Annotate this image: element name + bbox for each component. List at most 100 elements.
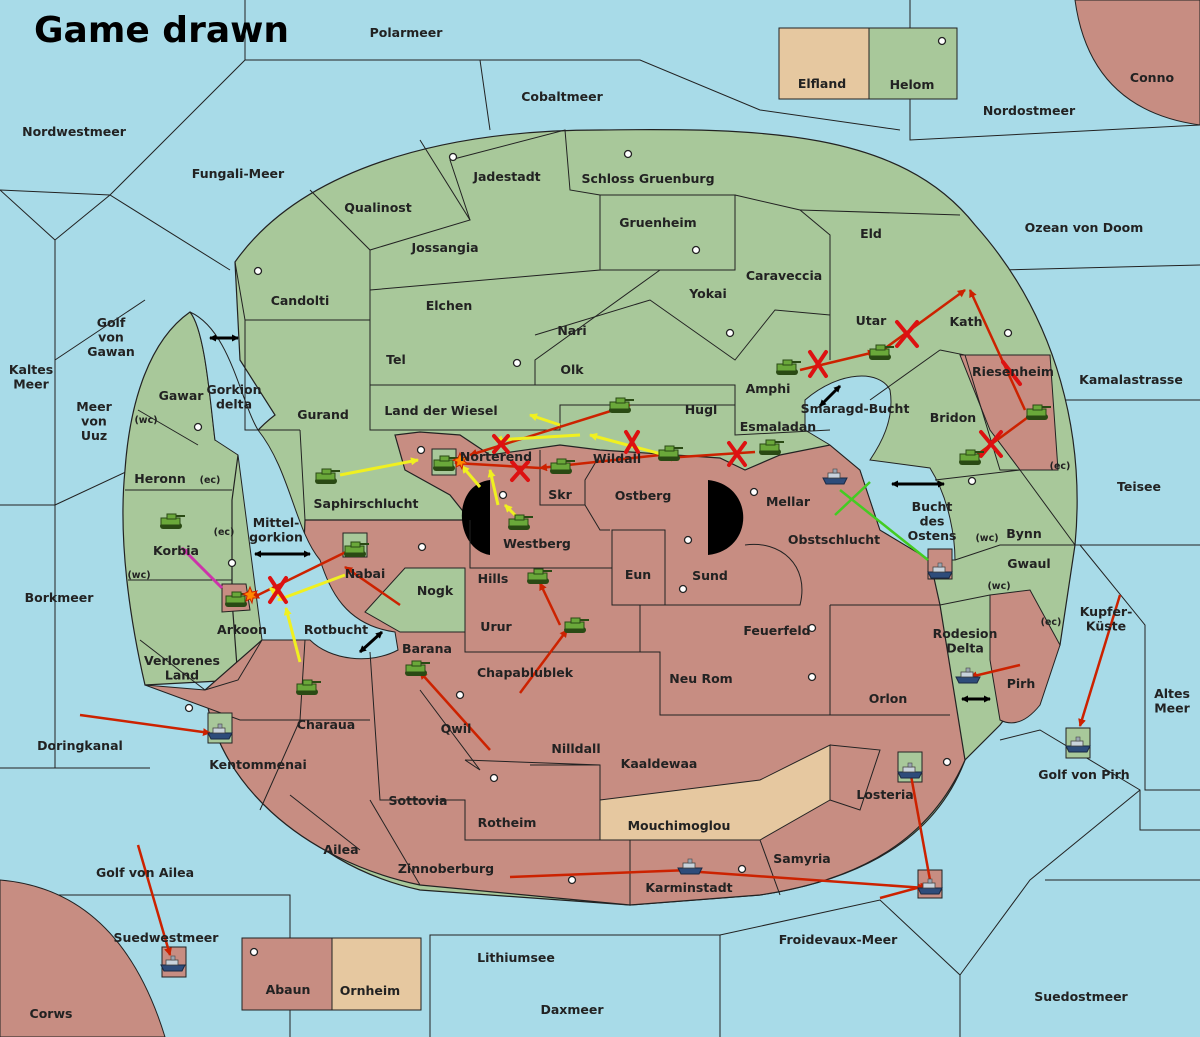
label-fungali-meer: Fungali-Meer (192, 166, 285, 181)
label-pirh: Pirh (1007, 676, 1036, 691)
label-tel: Tel (386, 352, 406, 367)
label-feuerfeld: Feuerfeld (743, 623, 810, 638)
label-smaragd-bucht: Smaragd-Bucht (801, 401, 910, 416)
convoy-order (180, 546, 224, 590)
label-lithiumsee: Lithiumsee (477, 950, 555, 965)
territory-riesenheim[interactable] (959, 354, 1059, 471)
label-bridon: Bridon (930, 410, 976, 425)
label-yokai: Yokai (688, 286, 727, 301)
game-status-title: Game drawn (34, 10, 290, 51)
label-samyria: Samyria (773, 851, 831, 866)
label-losteria: Losteria (856, 787, 913, 802)
label-wildall: Wildall (593, 451, 641, 466)
label-olk: Olk (560, 362, 584, 377)
label-golf-von-ailea: Golf von Ailea (96, 865, 194, 880)
label-bynn: Bynn (1006, 526, 1041, 541)
label-eun: Eun (625, 567, 651, 582)
label-kentommenai: Kentommenai (209, 757, 307, 772)
label-jossangia: Jossangia (410, 240, 478, 255)
label-qwil: Qwil (441, 721, 472, 736)
label-suedostmeer: Suedostmeer (1034, 989, 1128, 1004)
label-obstschlucht: Obstschlucht (788, 532, 880, 547)
label-nordwestmeer: Nordwestmeer (22, 124, 127, 139)
label-eld: Eld (860, 226, 882, 241)
coast-korbia-wc: (wc) (127, 570, 150, 581)
label-neu-rom: Neu Rom (669, 671, 732, 686)
label-schloss-gruenburg: Schloss Gruenburg (581, 171, 714, 186)
label-kupfer-kueste: Kupfer-Küste (1080, 604, 1133, 633)
label-abaun: Abaun (266, 982, 311, 997)
label-gurand: Gurand (297, 407, 349, 422)
coast-markers: (wc) (ec) (ec) (wc) (ec) (wc) (wc) (ec) (127, 415, 1070, 628)
label-gawar: Gawar (159, 388, 205, 403)
label-heronn: Heronn (134, 471, 186, 486)
label-saphirschlucht: Saphirschlucht (314, 496, 419, 511)
territory-ornheim[interactable] (331, 937, 422, 1011)
label-conno: Conno (1130, 70, 1175, 85)
label-westberg: Westberg (503, 536, 571, 551)
label-zinnoberburg: Zinnoberburg (398, 861, 494, 876)
label-elfland: Elfland (798, 76, 846, 91)
label-teisee: Teisee (1117, 479, 1161, 494)
label-orlon: Orlon (869, 691, 908, 706)
label-chapablublek: Chapablublek (477, 665, 574, 680)
sea-gorkion[interactable] (189, 311, 399, 660)
label-ozean-von-doom: Ozean von Doom (1025, 220, 1144, 235)
label-doringkanal: Doringkanal (37, 738, 123, 753)
supply-centers (184, 36, 1013, 957)
label-gruenheim: Gruenheim (619, 215, 696, 230)
label-nogk: Nogk (417, 583, 454, 598)
label-ornheim: Ornheim (340, 983, 400, 998)
label-polarmeer: Polarmeer (370, 25, 444, 40)
label-norterend: Norterend (460, 449, 532, 464)
dislodged-markers (241, 451, 470, 605)
label-sottovia: Sottovia (389, 793, 448, 808)
label-sund: Sund (692, 568, 728, 583)
label-kath: Kath (950, 314, 983, 329)
label-gwaul: Gwaul (1007, 556, 1050, 571)
label-mouchimoglou: Mouchimoglou (628, 818, 731, 833)
label-ostberg: Ostberg (615, 488, 672, 503)
label-utar: Utar (856, 313, 888, 328)
label-kamalastrasse: Kamalastrasse (1079, 372, 1183, 387)
label-golf-von-pirh: Golf von Pirh (1038, 767, 1129, 782)
territory-corws[interactable] (0, 879, 166, 1037)
label-nilldall: Nilldall (551, 741, 600, 756)
move-orders (79, 288, 1122, 956)
label-esmaladan: Esmaladan (740, 419, 816, 434)
impassable-east (708, 480, 744, 555)
coast-gwaul-ec: (ec) (1041, 617, 1062, 628)
territory-pirh[interactable] (989, 589, 1061, 724)
label-candolti: Candolti (271, 293, 330, 308)
label-charaua: Charaua (297, 717, 355, 732)
label-cobaltmeer: Cobaltmeer (521, 89, 603, 104)
cancel-marks (834, 481, 929, 561)
label-suedwestmeer: Suedwestmeer (114, 930, 220, 945)
territory-borders (125, 129, 1076, 905)
territory-conno[interactable] (1074, 0, 1200, 126)
territory-elfland[interactable] (778, 27, 870, 100)
crossing-arrows (209, 334, 991, 703)
sea-smaragd-bucht[interactable] (804, 375, 956, 561)
label-borkmeer: Borkmeer (25, 590, 95, 605)
failed-order-marks (268, 320, 1022, 604)
label-skr: Skr (548, 487, 572, 502)
label-korbia: Korbia (153, 543, 199, 558)
territory-labels: Polarmeer Cobaltmeer Elfland Helom Conno… (22, 25, 1183, 1021)
label-qualinost: Qualinost (344, 200, 411, 215)
label-hugl: Hugl (685, 402, 718, 417)
coast-korbia-ec: (ec) (214, 527, 235, 538)
label-nordostmeer: Nordostmeer (983, 103, 1076, 118)
label-nari: Nari (557, 323, 586, 338)
label-elchen: Elchen (426, 298, 473, 313)
